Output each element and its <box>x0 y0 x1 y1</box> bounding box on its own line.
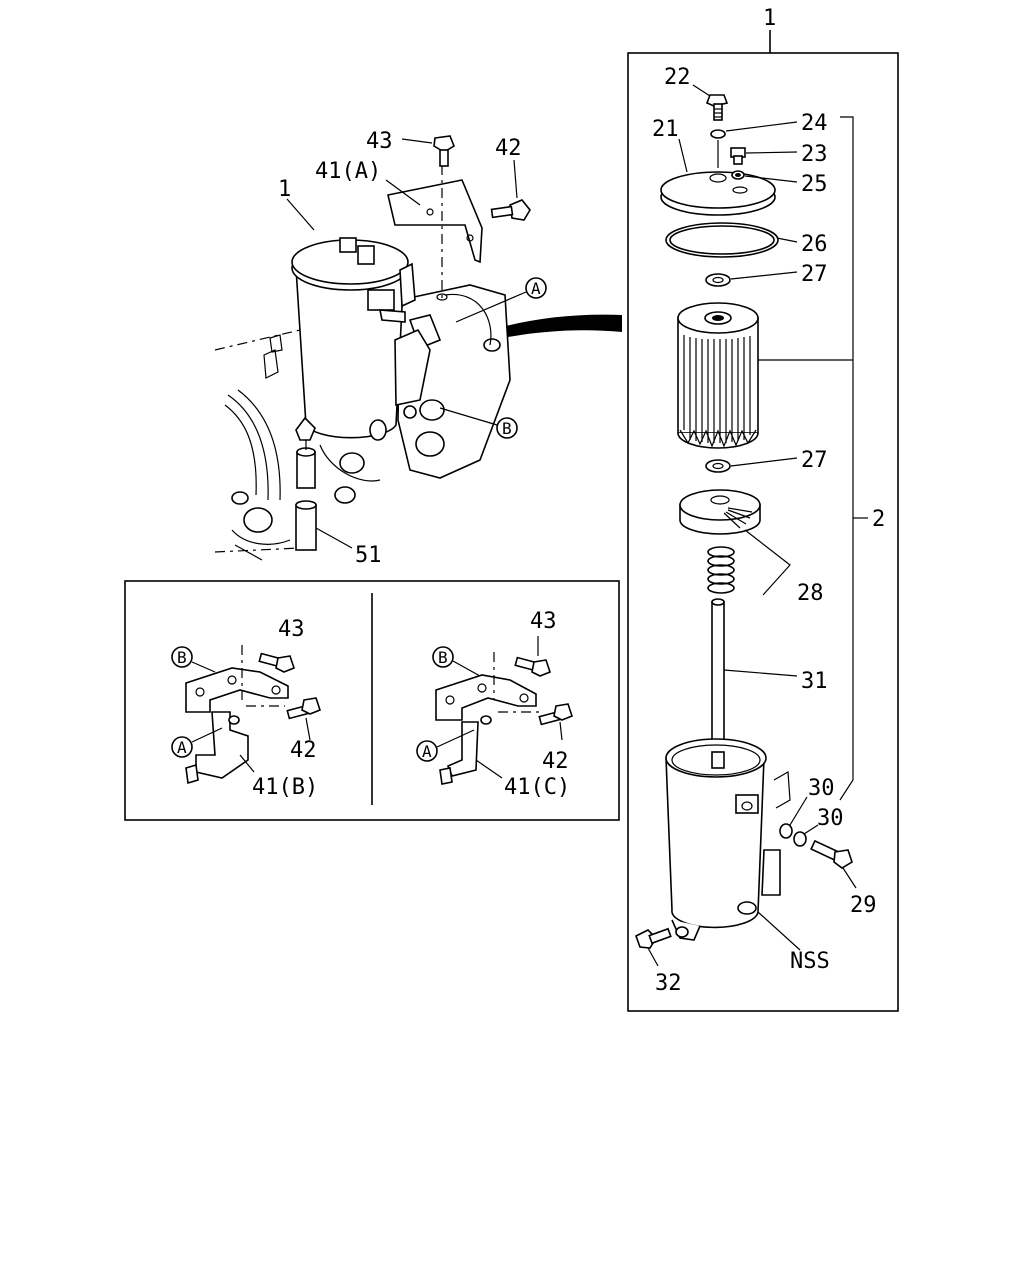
callout-41c: 41(C) <box>504 775 570 800</box>
callout-1-top: 1 <box>763 6 776 31</box>
filter-housing <box>665 738 791 941</box>
callout-41a: 41(A) <box>315 159 381 184</box>
callout-43-inset-b: 43 <box>278 617 305 642</box>
bracket-41b <box>185 667 289 785</box>
callout-27-lower: 27 <box>801 448 828 473</box>
callout-51: 51 <box>355 543 382 568</box>
bolt-22 <box>705 94 729 121</box>
callout-42-inset-b: 42 <box>290 738 317 763</box>
marker-b-inset-c: B <box>438 648 448 667</box>
bolt-42-inset-c <box>538 703 573 726</box>
main-assembly-view: 1 51 41(A) 43 <box>214 129 622 568</box>
callout-22: 22 <box>664 65 691 90</box>
spring-28 <box>707 546 735 594</box>
fuel-filter-assembly-1 <box>291 237 431 441</box>
callout-21: 21 <box>652 117 679 142</box>
marker-a-main: A <box>531 279 541 298</box>
bracket-41c <box>435 674 537 785</box>
callout-26: 26 <box>801 232 828 257</box>
callout-24: 24 <box>801 111 828 136</box>
callout-30-b: 30 <box>817 806 844 831</box>
bolt-43-main <box>433 135 455 167</box>
callout-32: 32 <box>655 971 682 996</box>
exploded-view-panel: 1 2 22 24 21 23 <box>627 6 899 1012</box>
marker-b-main: B <box>502 419 512 438</box>
callout-41b: 41(B) <box>252 775 318 800</box>
callout-42-inset-c: 42 <box>542 749 569 774</box>
marker-a-inset-c: A <box>422 742 432 761</box>
callout-42-main: 42 <box>495 136 522 161</box>
hose-51 <box>295 440 317 551</box>
callout-43-main: 43 <box>366 129 393 154</box>
callout-27-upper: 27 <box>801 262 828 287</box>
callout-1-main: 1 <box>278 177 291 202</box>
callout-29: 29 <box>850 893 877 918</box>
callout-30-a: 30 <box>808 776 835 801</box>
filter-element <box>677 302 759 449</box>
marker-a-inset-b: A <box>177 738 187 757</box>
cover-21 <box>660 171 776 216</box>
callout-nss: NSS <box>790 949 830 974</box>
callout-43-inset-c: 43 <box>530 609 557 634</box>
bracket-variants-inset: 43 42 B A 41(B) 43 <box>124 580 620 821</box>
spring-seat-28 <box>679 489 761 535</box>
bolt-32 <box>635 927 672 949</box>
callout-23: 23 <box>801 142 828 167</box>
bolt-43-inset-b <box>258 652 295 673</box>
marker-b-inset-b: B <box>177 648 187 667</box>
bolt-42-inset-b <box>286 697 321 720</box>
callout-2: 2 <box>872 507 885 532</box>
bolt-43-inset-c <box>514 656 551 677</box>
callout-28: 28 <box>797 581 824 606</box>
callout-25: 25 <box>801 172 828 197</box>
bolt-42-main <box>490 199 531 221</box>
callout-31: 31 <box>801 669 828 694</box>
bolt-29 <box>810 839 853 869</box>
bracket-41a <box>387 179 483 264</box>
